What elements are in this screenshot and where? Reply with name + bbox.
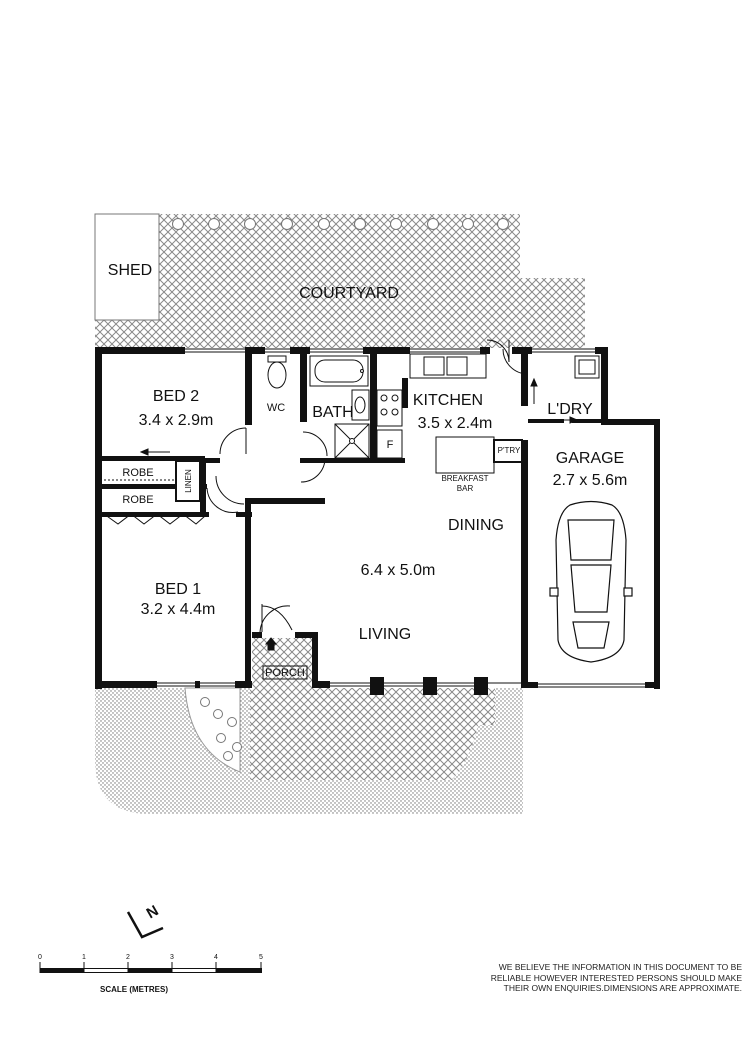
disclaimer-line-2: RELIABLE HOWEVER INTERESTED PERSONS SHOU… xyxy=(490,972,742,983)
porch-label: PORCH xyxy=(265,667,305,679)
bathtub-icon xyxy=(309,355,369,387)
shrub-icon xyxy=(208,218,220,230)
laundry-label: L'DRY xyxy=(547,401,593,418)
breakfast-bar xyxy=(435,436,495,474)
vanity-icon xyxy=(351,389,370,421)
shrub-icon xyxy=(354,218,366,230)
car-icon xyxy=(549,500,633,663)
cooktop-icon xyxy=(376,389,403,427)
shrub-icon xyxy=(232,742,242,752)
robe1-label: ROBE xyxy=(122,467,153,479)
scale-tick-3: 3 xyxy=(170,954,174,961)
front-garden xyxy=(95,687,523,814)
garage-label: GARAGE xyxy=(556,450,624,467)
scale-tick-5: 5 xyxy=(259,954,263,961)
toilet-icon xyxy=(267,355,287,389)
scale-tick-1: 1 xyxy=(82,954,86,961)
shrub-icon xyxy=(462,218,474,230)
porch-label-box xyxy=(262,665,308,680)
north-arrow-icon xyxy=(126,911,164,939)
living-label: LIVING xyxy=(359,626,411,643)
shrub-icon xyxy=(497,218,509,230)
disclaimer: WE BELIEVE THE INFORMATION IN THIS DOCUM… xyxy=(470,962,742,994)
living-dims: 6.4 x 5.0m xyxy=(361,562,436,579)
shrub-icon xyxy=(390,218,402,230)
scale-tick-2: 2 xyxy=(126,954,130,961)
courtyard-label: COURTYARD xyxy=(299,285,399,302)
linen-cupboard xyxy=(175,460,201,502)
door-arrow-icon xyxy=(139,377,579,651)
breakfast-bar-label-1: BREAKFAST xyxy=(441,474,488,483)
fridge-label: F xyxy=(387,439,394,451)
pantry-box xyxy=(493,439,523,463)
kitchen-label: KITCHEN xyxy=(413,392,483,409)
walls xyxy=(95,347,660,695)
scale-bar xyxy=(39,962,262,973)
shrub-icon xyxy=(227,717,237,727)
bed2-label: BED 2 xyxy=(153,388,199,405)
bath-label: BATH xyxy=(312,404,353,421)
disclaimer-line-1: WE BELIEVE THE INFORMATION IN THIS DOCUM… xyxy=(498,962,742,972)
kitchen-dims: 3.5 x 2.4m xyxy=(418,415,493,432)
robe2-label: ROBE xyxy=(122,494,153,506)
shrub-icon xyxy=(172,218,184,230)
scale-tick-4: 4 xyxy=(214,954,218,961)
shower-icon xyxy=(334,423,370,459)
breakfast-bar-label-2: BAR xyxy=(457,484,474,493)
shrub-icon xyxy=(200,697,210,707)
windows xyxy=(157,348,645,688)
shrub-icon xyxy=(213,709,223,719)
linen-label: LINEN xyxy=(184,469,193,493)
shrub-icon xyxy=(244,218,256,230)
wc-label: WC xyxy=(267,402,285,414)
pantry-label: P'TRY xyxy=(498,446,521,455)
laundry-tub-icon xyxy=(574,355,600,379)
shrub-icon xyxy=(216,733,226,743)
shrub-icon xyxy=(281,218,293,230)
garage-dims: 2.7 x 5.6m xyxy=(553,472,628,489)
shrub-row xyxy=(172,218,509,230)
compass-label: N xyxy=(144,902,162,922)
bed1-dims: 3.2 x 4.4m xyxy=(141,601,216,618)
dining-label: DINING xyxy=(448,517,504,534)
shrub-icon xyxy=(318,218,330,230)
disclaimer-line-3: THEIR OWN ENQUIRIES.DIMENSIONS ARE APPRO… xyxy=(503,983,742,993)
scale-tick-0: 0 xyxy=(38,954,42,961)
shed-label: SHED xyxy=(108,262,152,279)
courtyard-area xyxy=(94,213,585,348)
porch-area xyxy=(252,638,318,688)
bed2-dims: 3.4 x 2.9m xyxy=(139,412,214,429)
sink-icon xyxy=(409,353,487,379)
shrub-icon xyxy=(223,751,233,761)
bed1-label: BED 1 xyxy=(155,581,201,598)
shrub-icon xyxy=(427,218,439,230)
fridge-space xyxy=(376,429,403,459)
scale-title: SCALE (METRES) xyxy=(100,985,168,994)
